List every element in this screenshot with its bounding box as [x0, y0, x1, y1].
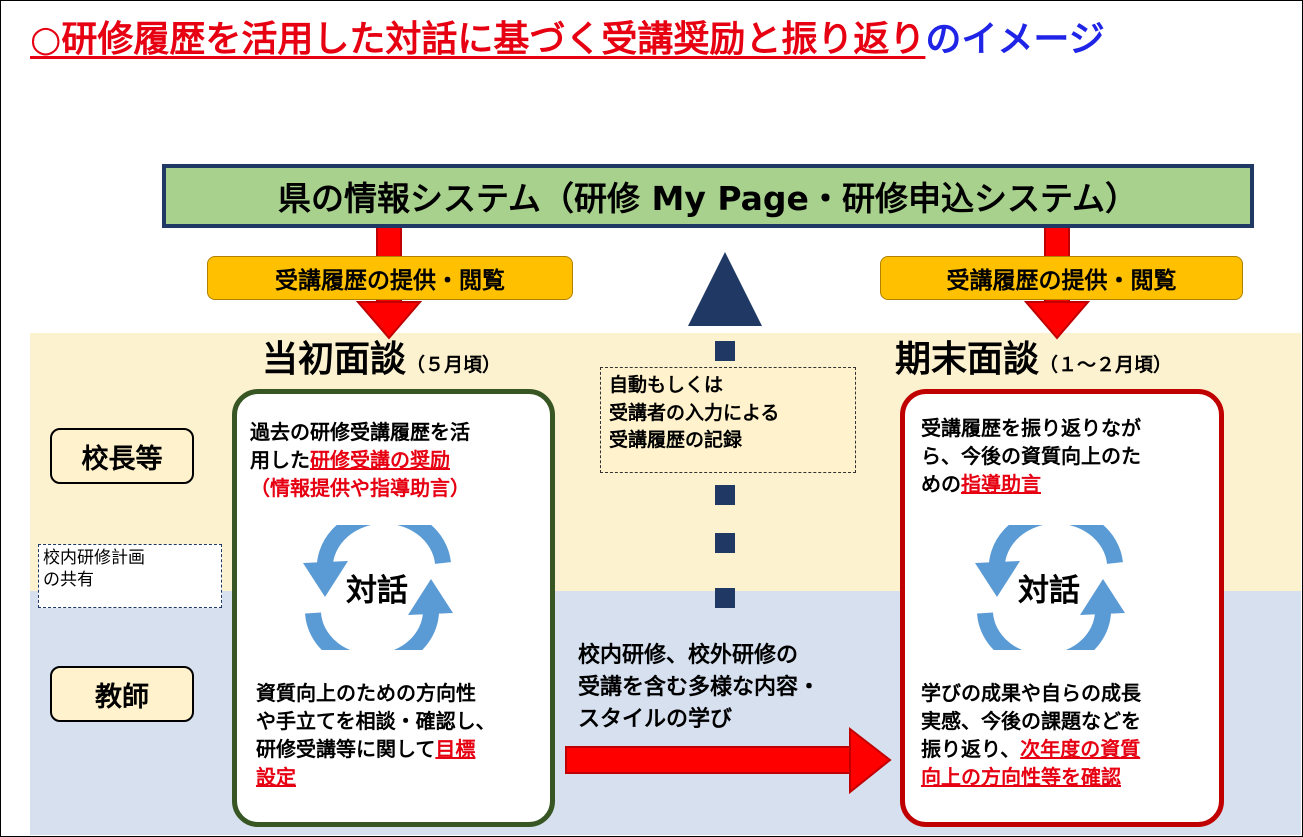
initial-bottom-l3: 研修受講等に関して	[256, 737, 436, 761]
cycle-arrows-initial	[303, 525, 453, 650]
page-title: ○研修履歴を活用した対話に基づく受講奨励と振り返りのイメージ	[30, 18, 1105, 61]
share-plan-line2: の共有	[43, 570, 94, 591]
initial-top-line3: （情報提供や指導助言）	[250, 476, 470, 500]
initial-bottom-line4: 設定	[256, 765, 296, 789]
provide-pill-left: 受講履歴の提供・閲覧	[207, 256, 573, 300]
system-box: 県の情報システム（研修 My Page・研修申込システム）	[162, 164, 1254, 228]
learning-line3: スタイルの学び	[578, 706, 733, 732]
initial-bottom-link1: 目標	[435, 737, 476, 761]
initial-meeting-title: 当初面談（５月頃）	[262, 340, 501, 380]
initial-bottom-line1: 資質向上のための方向性	[256, 681, 476, 705]
initial-title-text: 当初面談	[262, 339, 407, 380]
auto-record-line2: 受講者の入力による	[609, 401, 780, 424]
learning-line1: 校内研修、校外研修の	[578, 643, 799, 668]
initial-bottom-line2: や手立てを相談・確認し、	[256, 709, 496, 733]
initial-meeting-card	[232, 389, 555, 827]
auto-record-line3: 受講履歴の記録	[609, 429, 743, 452]
right-arrow-learning	[565, 726, 892, 795]
provide-pill-right: 受講履歴の提供・閲覧	[880, 256, 1243, 300]
initial-when: （５月頃）	[406, 354, 502, 376]
final-bottom-line4: 向上の方向性等を確認	[921, 765, 1121, 789]
final-top-line1: 受講履歴を振り返りなが	[921, 416, 1141, 440]
auto-record-note: 自動もしくは 受講者の入力による 受講履歴の記録	[600, 367, 856, 473]
initial-bottom-line3: 研修受講等に関して目標	[256, 735, 556, 763]
final-when: （１～２月頃）	[1039, 354, 1173, 376]
share-plan-note: 校内研修計画 の共有	[38, 544, 222, 608]
final-top-text: 受講履歴を振り返りなが ら、今後の資質向上のた めの指導助言	[921, 414, 1221, 498]
share-plan-line1: 校内研修計画	[43, 548, 145, 568]
initial-top-line1: 過去の研修受講履歴を活	[250, 420, 470, 444]
final-top-l3: めの	[921, 472, 961, 496]
final-bottom-l3: 振り返り、	[921, 737, 1021, 761]
final-meeting-title: 期末面談（１～２月頃）	[895, 340, 1172, 380]
final-top-line3: めの指導助言	[921, 470, 1221, 498]
learning-line2: 受講を含む多様な内容・	[578, 674, 821, 700]
initial-top-line2: 用した研修受講の奨励	[250, 446, 550, 474]
title-red: ○研修履歴を活用した対話に基づく受講奨励と振り返り	[30, 19, 926, 60]
up-arrow-record	[688, 252, 762, 608]
initial-bottom-text: 資質向上のための方向性 や手立てを相談・確認し、 研修受講等に関して目標 設定	[256, 679, 556, 791]
final-bottom-link1: 次年度の資質	[1020, 737, 1141, 761]
final-bottom-line1: 学びの成果や自らの成長	[921, 681, 1141, 705]
final-bottom-line3: 振り返り、次年度の資質	[921, 735, 1221, 763]
title-blue: のイメージ	[925, 19, 1105, 60]
final-bottom-text: 学びの成果や自らの成長 実感、今後の課題などを 振り返り、次年度の資質 向上の方…	[921, 679, 1221, 791]
final-top-link: 指導助言	[961, 472, 1041, 496]
cycle-arrows-final	[975, 525, 1125, 650]
dialogue-label-final: 対話	[1018, 573, 1080, 609]
final-title-text: 期末面談	[895, 339, 1040, 380]
role-teacher: 教師	[50, 666, 194, 722]
learning-text: 校内研修、校外研修の 受講を含む多様な内容・ スタイルの学び	[578, 640, 878, 736]
final-top-line2: ら、今後の資質向上のた	[921, 444, 1141, 468]
dialogue-label-initial: 対話	[346, 573, 408, 609]
initial-top-link: 研修受講の奨励	[310, 448, 450, 472]
initial-top-t2: 用した	[250, 448, 310, 472]
initial-top-text: 過去の研修受講履歴を活 用した研修受講の奨励 （情報提供や指導助言）	[250, 418, 550, 502]
final-bottom-line2: 実感、今後の課題などを	[921, 709, 1141, 733]
role-principal: 校長等	[50, 428, 194, 484]
final-meeting-card	[900, 389, 1224, 827]
auto-record-line1: 自動もしくは	[609, 374, 724, 396]
